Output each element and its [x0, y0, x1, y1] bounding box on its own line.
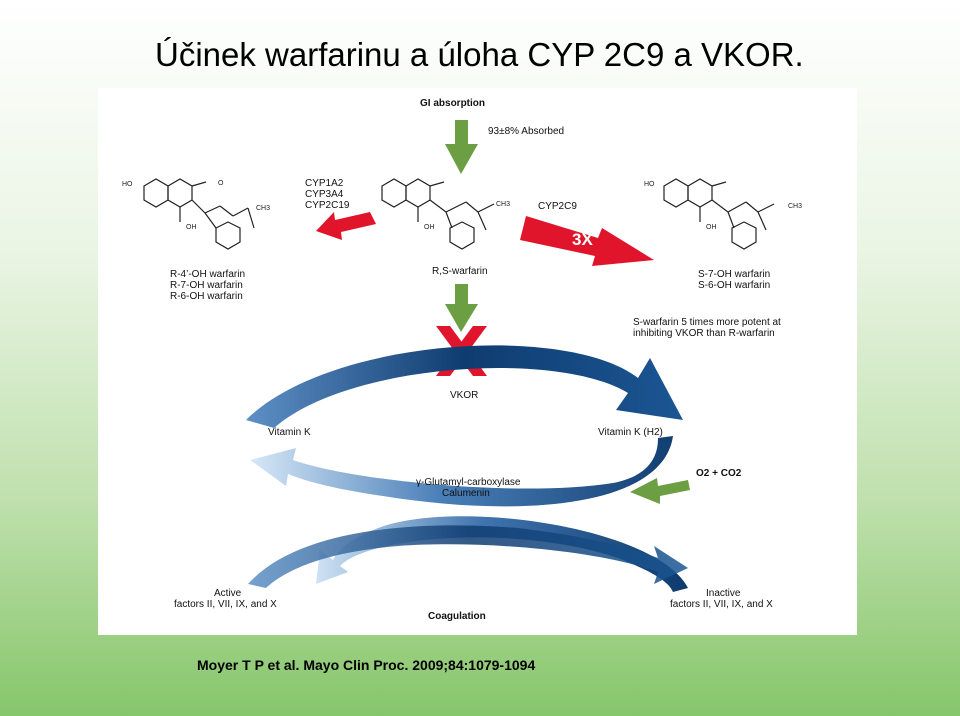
left-o-label: O: [218, 180, 224, 187]
cyp-left-label-2: CYP3A4: [305, 189, 344, 200]
rs-warfarin-structure: [381, 178, 495, 250]
left-ch3-label: CH3: [256, 205, 271, 212]
potency-note-2: inhibiting VKOR than R-warfarin: [633, 328, 775, 339]
vitamin-k-reduction-arrow: [246, 345, 683, 428]
slide-title: Účinek warfarinu a úloha CYP 2C9 a VKOR.: [155, 36, 804, 73]
s-metabolite-1: S-7-OH warfarin: [698, 269, 771, 280]
vitamin-k-label: Vitamin K: [268, 427, 311, 438]
r-metabolite-structure: [143, 178, 255, 250]
r-metabolite-1: R-4’-OH warfarin: [170, 269, 246, 280]
cyp-left-label-3: CYP2C19: [305, 200, 350, 211]
rs-warfarin-down-arrow: [445, 284, 478, 332]
right-ho-label: HO: [644, 181, 655, 188]
r-metabolite-3: R-6-OH warfarin: [170, 291, 243, 302]
inactive-label: Inactive: [706, 588, 741, 599]
o2-co2-arrow: [630, 478, 690, 504]
carboxylase-label: γ-Glutamyl-carboxylase: [416, 477, 521, 488]
cyp-left-red-arrow: [316, 212, 376, 240]
cyp-left-label-1: CYP1A2: [305, 178, 344, 189]
inactive-factors-label: factors II, VII, IX, and X: [670, 599, 773, 610]
r-metabolite-2: R-7-OH warfarin: [170, 280, 243, 291]
fold-3x-label: 3X: [572, 230, 593, 249]
vitamin-k-epoxide-arrow: [250, 436, 673, 507]
center-ch3-label: CH3: [496, 201, 511, 208]
coagulation-label: Coagulation: [428, 611, 486, 622]
figure-graphics: [143, 120, 775, 592]
left-oh-label: OH: [186, 224, 197, 231]
absorbed-label: 93±8% Absorbed: [488, 126, 565, 137]
gi-absorption-label: GI absorption: [420, 98, 485, 109]
center-oh-label: OH: [424, 224, 435, 231]
o2-co2-label: O2 + CO2: [696, 468, 742, 479]
calumenin-label: Calumenin: [442, 488, 490, 499]
warfarin-mechanism-figure: GI absorption 93±8% Absorbed CYP1A2 CYP3…: [98, 88, 857, 635]
vitamin-k-h2-label: Vitamin K (H2): [598, 427, 663, 438]
active-label: Active: [214, 588, 242, 599]
coagulation-lower-arrow: [248, 525, 688, 588]
right-oh-label: OH: [706, 224, 717, 231]
cyp2c9-label: CYP2C9: [538, 201, 577, 212]
rs-warfarin-label: R,S-warfarin: [432, 266, 488, 277]
left-ho-label: HO: [122, 181, 133, 188]
s-metabolite-2: S-6-OH warfarin: [698, 280, 771, 291]
cyp2c9-red-arrow: [520, 216, 654, 266]
gi-absorption-arrow: [445, 120, 478, 174]
s-metabolite-structure: [663, 178, 775, 250]
vkor-label: VKOR: [450, 390, 479, 401]
active-factors-label: factors II, VII, IX, and X: [174, 599, 277, 610]
right-ch3-label: CH3: [788, 203, 803, 210]
citation: Moyer T P et al. Mayo Clin Proc. 2009;84…: [197, 657, 536, 673]
potency-note-1: S-warfarin 5 times more potent at: [633, 317, 781, 328]
